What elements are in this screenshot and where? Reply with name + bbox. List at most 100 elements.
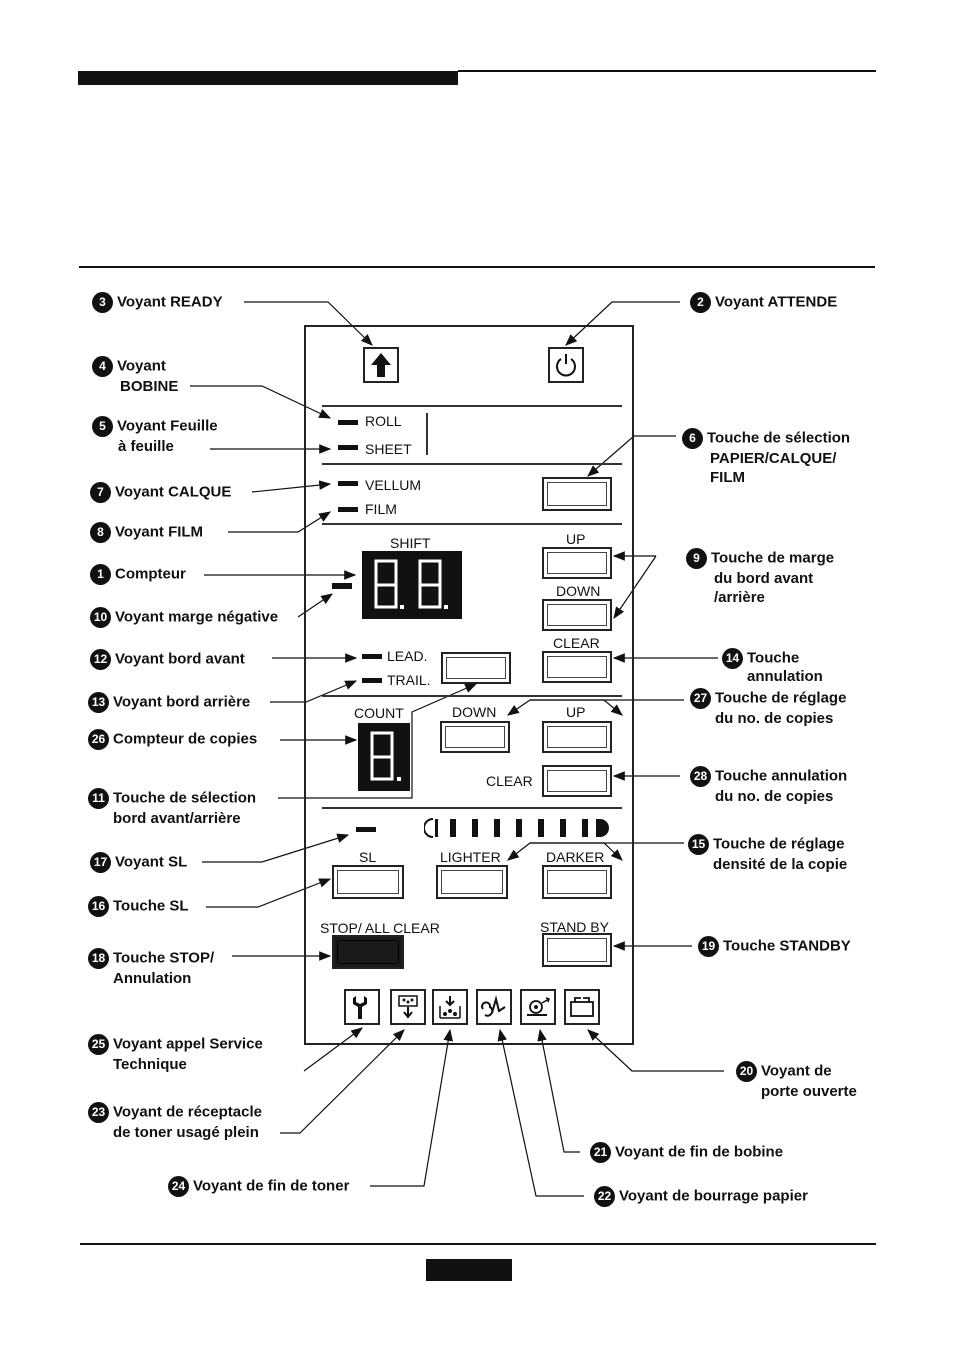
power-icon bbox=[556, 354, 576, 377]
copy-count-display bbox=[358, 723, 410, 791]
paper-jam-lamp bbox=[476, 989, 512, 1025]
darker-button[interactable] bbox=[542, 865, 612, 899]
control-panel: ROLL SHEET VELLUM FILM SHIFT UP DOWN CLE… bbox=[304, 325, 634, 1045]
density-scale bbox=[424, 818, 609, 838]
lead-trail-select-button[interactable] bbox=[441, 652, 511, 684]
ready-lamp bbox=[363, 347, 399, 383]
page-number-tab bbox=[426, 1259, 512, 1281]
media-select-button[interactable] bbox=[542, 477, 612, 511]
door-open-lamp bbox=[564, 989, 600, 1025]
shift-down-label: DOWN bbox=[556, 583, 601, 599]
count-clear-button[interactable] bbox=[542, 765, 612, 797]
trail-label: TRAIL. bbox=[387, 672, 431, 688]
header-thin-rule bbox=[458, 70, 876, 72]
shift-up-label: UP bbox=[566, 531, 586, 547]
open-door-icon bbox=[570, 997, 594, 1017]
waste-toner-full-lamp bbox=[390, 989, 426, 1025]
toner-icon bbox=[439, 996, 461, 1019]
film-label: FILM bbox=[365, 501, 397, 517]
shift-clear-label: CLEAR bbox=[553, 635, 600, 651]
count-up-button[interactable] bbox=[542, 721, 612, 753]
count-up-label: UP bbox=[566, 704, 586, 720]
stop-all-clear-button[interactable] bbox=[332, 935, 404, 969]
section-rule bbox=[79, 266, 875, 268]
sheet-label: SHEET bbox=[365, 441, 412, 457]
stop-all-clear-label: STOP/ ALL CLEAR bbox=[320, 920, 440, 936]
count-clear-label: CLEAR bbox=[486, 773, 533, 789]
negative-margin-led bbox=[332, 583, 352, 589]
roll-led bbox=[338, 420, 358, 425]
trail-led bbox=[362, 678, 382, 683]
panel-divider bbox=[322, 807, 622, 809]
lighter-button[interactable] bbox=[436, 865, 508, 899]
shift-label: SHIFT bbox=[390, 535, 431, 551]
vellum-led bbox=[338, 481, 358, 486]
waste-toner-icon bbox=[398, 995, 418, 1019]
panel-divider bbox=[322, 405, 622, 407]
panel-divider bbox=[322, 695, 622, 697]
count-label: COUNT bbox=[354, 705, 404, 721]
sheet-led bbox=[338, 445, 358, 450]
roll-end-lamp bbox=[520, 989, 556, 1025]
up-arrow-icon bbox=[371, 353, 391, 377]
count-down-button[interactable] bbox=[440, 721, 510, 753]
shift-clear-button[interactable] bbox=[542, 651, 612, 683]
toner-empty-lamp bbox=[432, 989, 468, 1025]
paper-jam-icon bbox=[481, 995, 506, 1017]
roll-label: ROLL bbox=[365, 413, 402, 429]
paper-roll-icon bbox=[527, 997, 550, 1016]
lead-label: LEAD. bbox=[387, 648, 428, 664]
roll-sheet-bracket bbox=[426, 413, 428, 455]
film-led bbox=[338, 507, 358, 512]
vellum-label: VELLUM bbox=[365, 477, 422, 493]
sl-label: SL bbox=[359, 849, 377, 865]
shift-display bbox=[362, 551, 462, 619]
wrench-icon bbox=[353, 996, 367, 1019]
count-down-label: DOWN bbox=[452, 704, 497, 720]
stand-by-label: STAND BY bbox=[540, 919, 609, 935]
panel-divider bbox=[322, 523, 622, 525]
shift-up-button[interactable] bbox=[542, 547, 612, 579]
header-thick-rule bbox=[78, 71, 458, 85]
darker-label: DARKER bbox=[546, 849, 605, 865]
footer-rule bbox=[80, 1243, 876, 1245]
sl-button[interactable] bbox=[332, 865, 404, 899]
service-call-lamp bbox=[344, 989, 380, 1025]
shift-down-button[interactable] bbox=[542, 599, 612, 631]
lead-led bbox=[362, 654, 382, 659]
standby-lamp bbox=[548, 347, 584, 383]
lighter-label: LIGHTER bbox=[440, 849, 501, 865]
panel-divider bbox=[322, 463, 622, 465]
stand-by-button[interactable] bbox=[542, 933, 612, 967]
sl-led bbox=[356, 827, 376, 832]
